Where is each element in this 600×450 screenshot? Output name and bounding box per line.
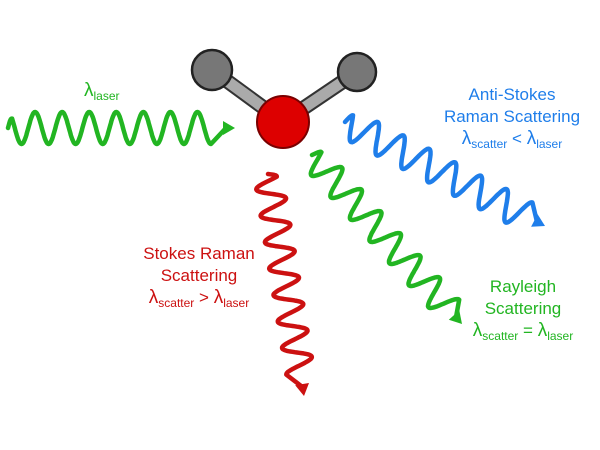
anti-stokes-relation: λscatter < λlaser (432, 128, 592, 155)
anti-stokes-wave (342, 113, 540, 225)
rayleigh-relation: λscatter = λlaser (458, 320, 588, 347)
stokes-wave (254, 171, 315, 390)
scatter-subscript: scatter (158, 296, 195, 310)
lambda-symbol: λ (537, 320, 548, 341)
lambda-symbol: λ (526, 128, 537, 149)
rayleigh-label: Rayleigh Scattering λscatter = λlaser (458, 276, 588, 347)
water-molecule (190, 48, 378, 149)
laser-label: λlaser (84, 80, 120, 107)
lambda-symbol: λ (472, 320, 483, 341)
scatter-subscript: scatter (482, 329, 519, 343)
anti-stokes-title-1: Anti-Stokes (468, 85, 556, 104)
stokes-title-1: Stokes Raman (143, 244, 255, 263)
oxygen-atom (256, 95, 310, 149)
stokes-arrowhead-icon (295, 383, 309, 396)
stokes-label: Stokes Raman Scattering λscatter > λlase… (134, 243, 264, 314)
anti-stokes-arrowhead-icon (531, 214, 545, 227)
lambda-symbol: λ (213, 287, 224, 308)
lambda-symbol: λ (461, 128, 472, 149)
anti-stokes-label: Anti-Stokes Raman Scattering λscatter < … (432, 84, 592, 155)
relation-sign: = (523, 321, 533, 340)
laser-subscript: laser (93, 89, 120, 103)
rayleigh-title-2: Scattering (484, 299, 562, 318)
rayleigh-arrowhead-icon (448, 310, 462, 324)
laser-subscript: laser (536, 137, 563, 151)
rayleigh-wave (308, 149, 462, 320)
hydrogen-atom-left (190, 48, 234, 92)
hydrogen-atom-right (336, 51, 378, 93)
laser-subscript: laser (223, 296, 250, 310)
lambda-symbol: λ (148, 287, 159, 308)
stokes-relation: λscatter > λlaser (134, 287, 264, 314)
laser-wave (5, 109, 229, 147)
rayleigh-title-1: Rayleigh (489, 277, 557, 296)
scatter-subscript: scatter (471, 137, 508, 151)
laser-subscript: laser (547, 329, 574, 343)
stokes-title-2: Scattering (160, 266, 238, 285)
laser-arrowhead-icon (223, 121, 235, 135)
relation-sign: > (199, 288, 209, 307)
relation-sign: < (512, 129, 522, 148)
lambda-symbol: λ (84, 80, 94, 101)
anti-stokes-title-2: Raman Scattering (443, 107, 581, 126)
